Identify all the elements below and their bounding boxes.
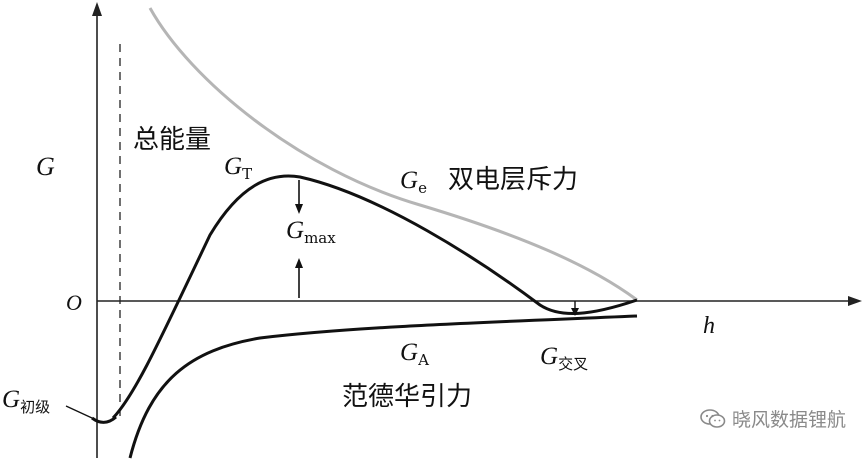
x-axis-label: h <box>703 313 715 339</box>
ga-label: GA <box>400 339 429 369</box>
watermark-text: 晓风数据锂航 <box>731 409 846 431</box>
repulsion-label: 双电层斥力 <box>448 165 578 195</box>
total-energy-curve <box>111 174 638 420</box>
wechat-icon <box>700 408 726 428</box>
gmax-down-arrowhead <box>295 204 303 214</box>
initial-label: G初级 <box>2 386 50 416</box>
repulsion-curve <box>148 7 638 302</box>
total-energy-label: 总能量 <box>133 125 211 155</box>
attraction-curve <box>128 314 638 459</box>
origin-label: O <box>66 290 82 315</box>
x-axis-arrowhead <box>848 296 862 306</box>
cross-arrowhead <box>571 308 579 316</box>
gmax-label: Gmax <box>286 217 336 247</box>
primary-minimum-curve <box>91 415 117 424</box>
gt-label: GT <box>224 153 252 183</box>
gmax-up-arrowhead <box>295 258 303 268</box>
attraction-label: 范德华引力 <box>342 382 472 412</box>
y-axis-arrowhead <box>92 2 102 16</box>
ge-label: Ge <box>400 167 427 197</box>
y-axis-label: G <box>36 152 55 181</box>
watermark: 晓风数据锂航 <box>700 405 846 432</box>
cross-label: G交叉 <box>540 343 588 373</box>
primary-leader-line <box>65 405 93 419</box>
